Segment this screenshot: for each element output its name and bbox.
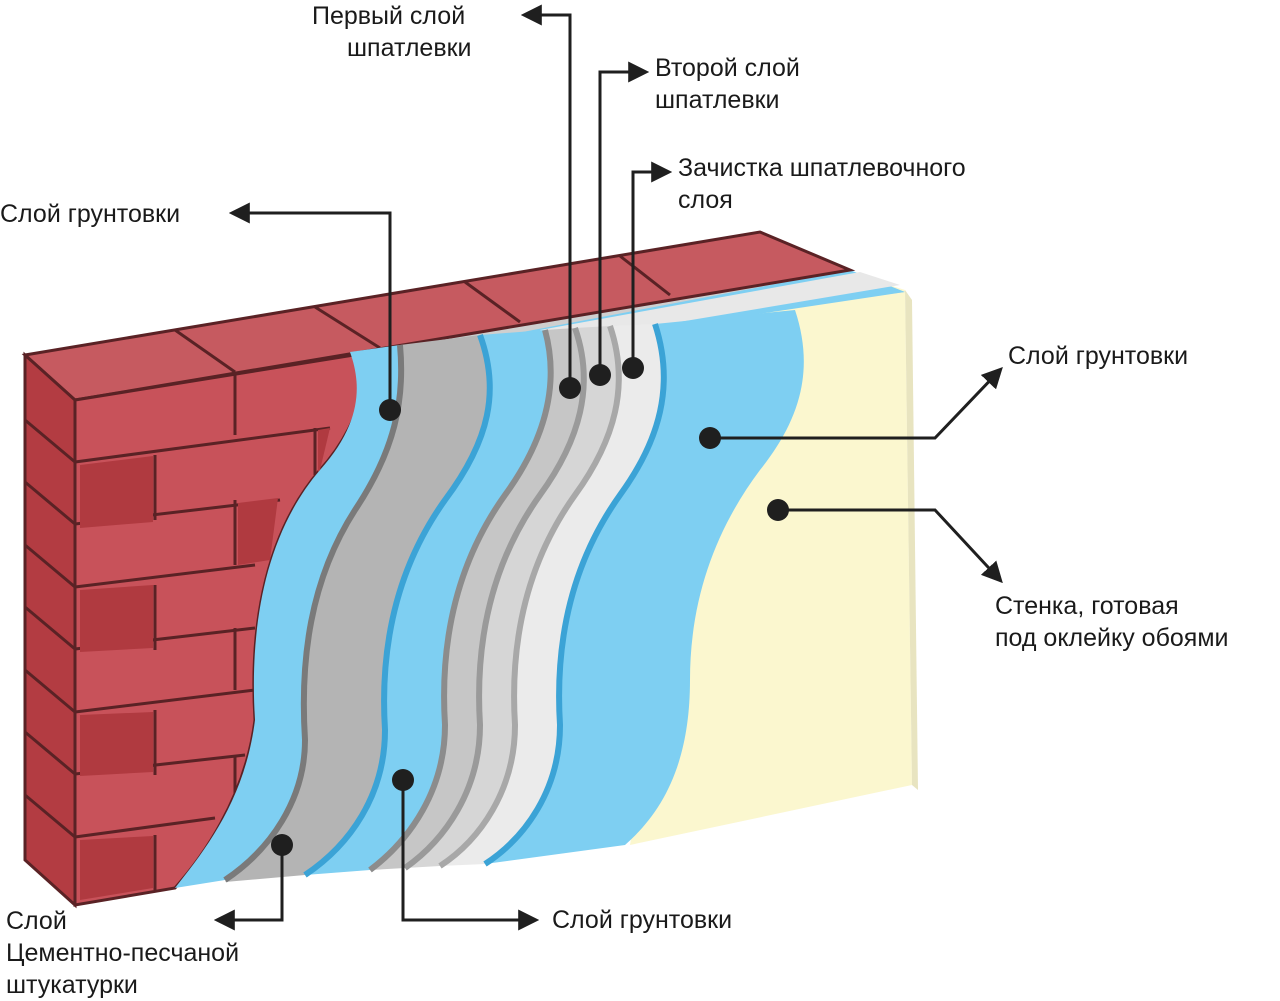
label-second-putty-line-2: шпатлевки [655, 86, 780, 114]
label-plaster-line-2: Цементно-песчаной [6, 939, 240, 967]
label-first-putty: Первый слой шпатлевки [312, 0, 472, 64]
dot-first-putty [559, 377, 581, 399]
label-finished-wall-line-2: под оклейку обоями [995, 624, 1229, 652]
label-cleaning-line-1: Зачистка шпатлевочного [678, 154, 966, 182]
label-finished-wall-line-1: Стенка, готовая [995, 592, 1179, 620]
dot-plaster [271, 834, 293, 856]
leader-second-putty [598, 61, 650, 375]
plaster-layer [223, 335, 490, 883]
label-cleaning-line-2: слоя [678, 186, 733, 214]
leader-first-putty [520, 4, 572, 388]
leader-finished-wall [778, 508, 1003, 584]
label-second-putty: Второй слой шпатлевки [655, 52, 800, 116]
primer-layer-3 [483, 310, 804, 867]
leader-plaster [213, 845, 284, 931]
dot-primer-right [699, 427, 721, 449]
label-primer-bottom: Слой грунтовки [552, 904, 732, 936]
label-plaster: Слой Цементно-песчаной штукатурки [6, 905, 239, 1001]
dot-primer-bottom [392, 769, 414, 791]
label-primer-bottom-text: Слой грунтовки [552, 906, 733, 934]
label-first-putty-line-1: Первый слой [312, 2, 466, 30]
label-finished-wall: Стенка, готовая под оклейку обоями [995, 590, 1228, 654]
label-second-putty-line-1: Второй слой [655, 54, 800, 82]
primer-layer-2 [303, 330, 551, 878]
leader-primer-right [710, 366, 1003, 440]
label-cleaning: Зачистка шпатлевочного слоя [678, 152, 966, 216]
second-putty-layer [403, 326, 619, 871]
dot-finished-wall [767, 499, 789, 521]
label-plaster-line-1: Слой [6, 907, 67, 935]
label-first-putty-line-2: шпатлевки [347, 34, 472, 62]
leader-dots [271, 357, 789, 856]
brick-front-face [73, 347, 389, 907]
leader-primer-bottom [401, 780, 540, 931]
label-primer-right: Слой грунтовки [1008, 340, 1188, 372]
brick-side-face [23, 351, 77, 909]
label-primer-left-text: Слой грунтовки [0, 200, 181, 228]
label-plaster-line-3: штукатурки [6, 971, 138, 999]
dot-cleaning [622, 357, 644, 379]
primer-layer-1 [175, 345, 402, 888]
dot-second-putty [589, 364, 611, 386]
label-primer-right-text: Слой грунтовки [1008, 342, 1189, 370]
leader-lines [213, 4, 1003, 931]
leader-cleaning [631, 161, 673, 368]
dot-primer-left [379, 399, 401, 421]
first-putty-layer [368, 328, 584, 873]
cleaning-layer [438, 324, 664, 869]
leader-primer-left [228, 202, 392, 410]
label-primer-left: Слой грунтовки [0, 198, 180, 230]
